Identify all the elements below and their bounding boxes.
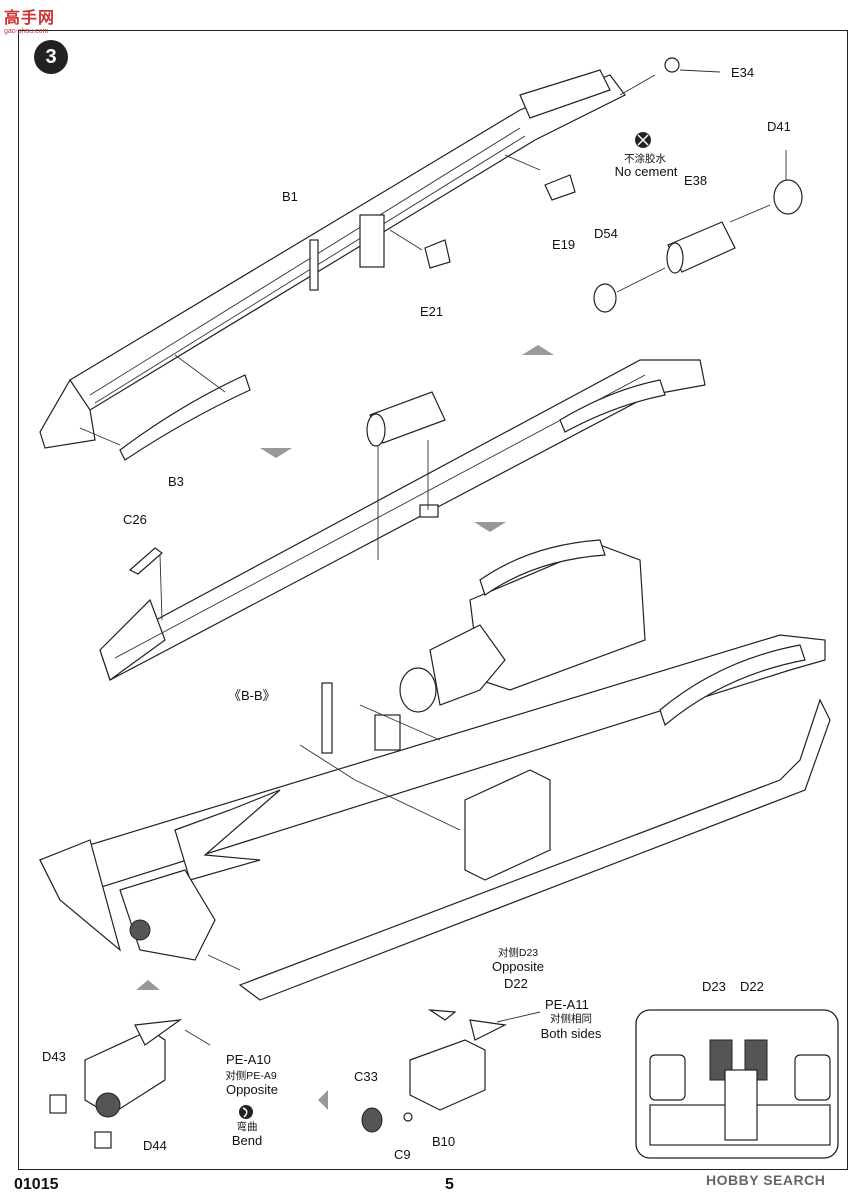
label-b-b: 《B-B》 bbox=[228, 688, 276, 703]
label-pe-a10: PE-A10 bbox=[226, 1052, 271, 1067]
label-c9: C9 bbox=[394, 1147, 411, 1162]
label-bend-cn: 弯曲 bbox=[236, 1121, 258, 1133]
part-d41 bbox=[729, 150, 803, 223]
step-number-badge: 3 bbox=[34, 40, 68, 74]
product-code: 01015 bbox=[14, 1176, 59, 1193]
label-d23-opposite-cn: 对侧D23 bbox=[497, 947, 539, 959]
label-pe-a11: PE-A11 bbox=[545, 997, 589, 1012]
label-b1: B1 bbox=[282, 189, 298, 204]
label-b10: B10 bbox=[432, 1134, 456, 1149]
label-no-cement-en: No cement bbox=[614, 164, 678, 179]
engine-transmission bbox=[359, 544, 646, 741]
inset-view bbox=[635, 1009, 839, 1159]
frame-rail-middle bbox=[99, 359, 706, 681]
label-e38: E38 bbox=[684, 173, 708, 188]
part-d54 bbox=[593, 267, 666, 313]
page-frame bbox=[18, 30, 848, 1170]
watermark-logo: 高手网 gao-shou.com bbox=[4, 10, 56, 35]
label-inset-d23: D23 bbox=[702, 979, 726, 994]
label-c26: C26 bbox=[123, 512, 147, 527]
rear-leaf-spring bbox=[479, 539, 806, 727]
label-pe-a11-en: Both sides bbox=[540, 1026, 602, 1041]
part-e34 bbox=[619, 57, 721, 96]
sub-assembly-left bbox=[49, 1019, 211, 1149]
label-e34: E34 bbox=[731, 65, 755, 80]
sub-assembly-right bbox=[361, 1009, 541, 1133]
label-d54: D54 bbox=[594, 226, 618, 241]
front-axle-parts bbox=[119, 869, 241, 971]
label-bend-en: Bend bbox=[231, 1133, 263, 1148]
bend-icon bbox=[239, 1105, 253, 1119]
frame-rail-b1 bbox=[39, 69, 626, 449]
label-pe-a9-cn: 对侧PE-A9 bbox=[225, 1070, 277, 1082]
page-number: 5 bbox=[445, 1176, 454, 1193]
label-d43: D43 bbox=[42, 1049, 66, 1064]
air-tank bbox=[366, 391, 446, 560]
label-d22: D22 bbox=[504, 976, 528, 991]
label-b3: B3 bbox=[168, 474, 184, 489]
part-e19 bbox=[504, 154, 576, 201]
label-e21: E21 bbox=[420, 304, 444, 319]
label-e19: E19 bbox=[552, 237, 576, 252]
part-c26 bbox=[128, 547, 163, 621]
part-b3-leaf-spring bbox=[79, 354, 251, 461]
chassis-b-b bbox=[39, 634, 831, 1001]
label-pe-a9-en: Opposite bbox=[225, 1082, 279, 1097]
label-c33: C33 bbox=[354, 1069, 378, 1084]
no-cement-icon bbox=[635, 132, 651, 148]
part-e38 bbox=[666, 221, 736, 274]
label-pe-a11-cn: 对侧相同 bbox=[550, 1013, 592, 1025]
fuel-tank bbox=[464, 769, 551, 881]
label-no-cement-cn: 不涂胶水 bbox=[624, 153, 666, 165]
label-d41: D41 bbox=[767, 119, 791, 134]
part-e21 bbox=[389, 229, 451, 269]
direction-arrows bbox=[136, 345, 554, 1110]
brand-watermark: HOBBY SEARCH bbox=[706, 1172, 826, 1188]
label-d44: D44 bbox=[143, 1138, 167, 1153]
label-inset-d22: D22 bbox=[740, 979, 764, 994]
label-d23-opposite-en: Opposite bbox=[491, 959, 545, 974]
